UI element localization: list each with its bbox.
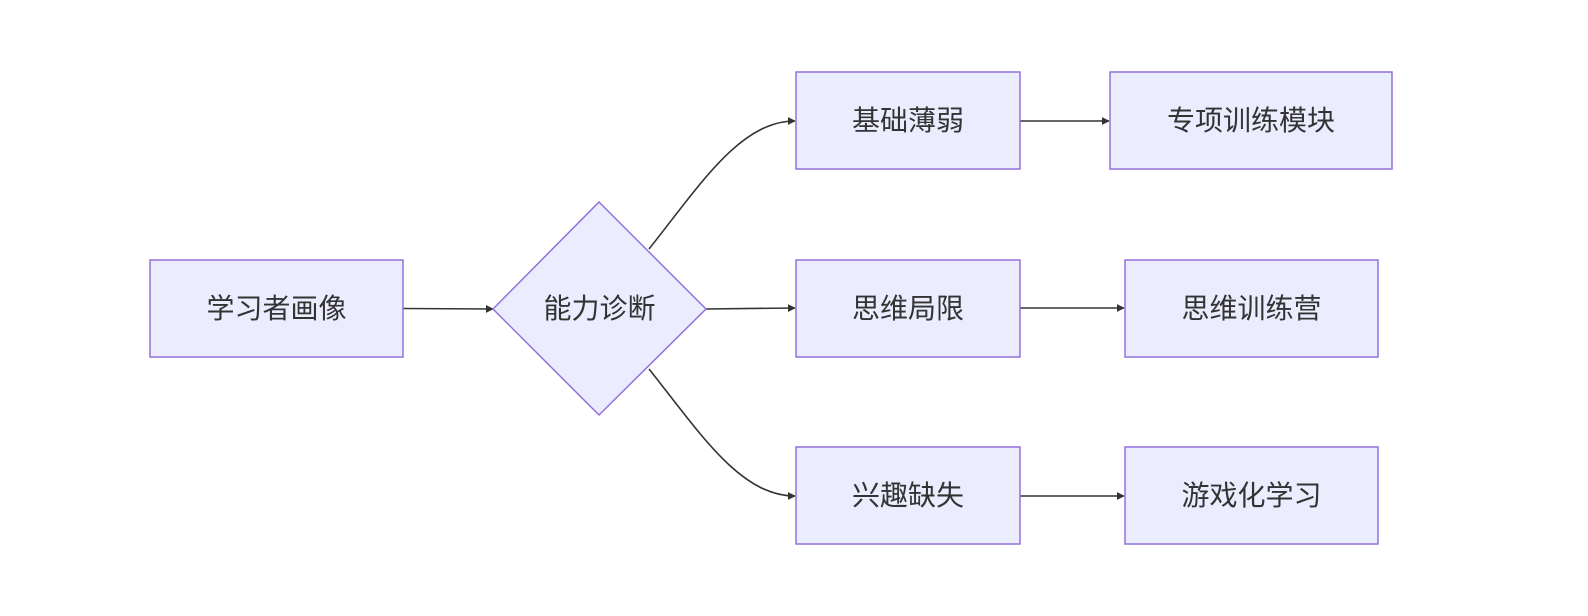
node-profile-label: 学习者画像 (206, 292, 346, 325)
node-thinking-camp[interactable]: 思维训练营 (1124, 259, 1379, 358)
node-profile[interactable]: 学习者画像 (149, 259, 404, 358)
node-thinking-limit-box (795, 259, 1021, 358)
node-gamified-learning-label: 游戏化学习 (1181, 479, 1321, 512)
node-thinking-limit[interactable]: 思维局限 (795, 259, 1021, 358)
node-thinking-camp-label: 思维训练营 (1181, 292, 1321, 325)
node-thinking-camp-box (1124, 259, 1379, 358)
node-diagnosis[interactable]: 能力诊断 (491, 200, 708, 417)
node-weak-foundation-box (795, 71, 1021, 170)
node-weak-foundation-label: 基础薄弱 (852, 104, 964, 137)
edge-diagnosis-to-interest-lack (648, 368, 796, 500)
edge-diagnosis-to-weak-foundation (648, 117, 796, 250)
node-interest-lack-box (795, 446, 1021, 545)
node-weak-foundation[interactable]: 基础薄弱 (795, 71, 1021, 170)
edge-profile-to-diagnosis (402, 304, 494, 313)
node-special-training-label: 专项训练模块 (1167, 104, 1335, 137)
node-thinking-limit-label: 思维局限 (852, 292, 964, 325)
node-gamified-learning[interactable]: 游戏化学习 (1124, 446, 1379, 545)
node-diagnosis-label: 能力诊断 (543, 292, 655, 325)
node-diagnosis-diamond (491, 200, 708, 417)
node-interest-lack[interactable]: 兴趣缺失 (795, 446, 1021, 545)
node-profile-box (149, 259, 404, 358)
edge-diagnosis-to-thinking-limit (705, 304, 796, 313)
node-gamified-learning-box (1124, 446, 1379, 545)
edges (402, 117, 1125, 500)
node-special-training-box (1109, 71, 1393, 170)
node-special-training[interactable]: 专项训练模块 (1109, 71, 1393, 170)
node-interest-lack-label: 兴趣缺失 (852, 479, 964, 512)
